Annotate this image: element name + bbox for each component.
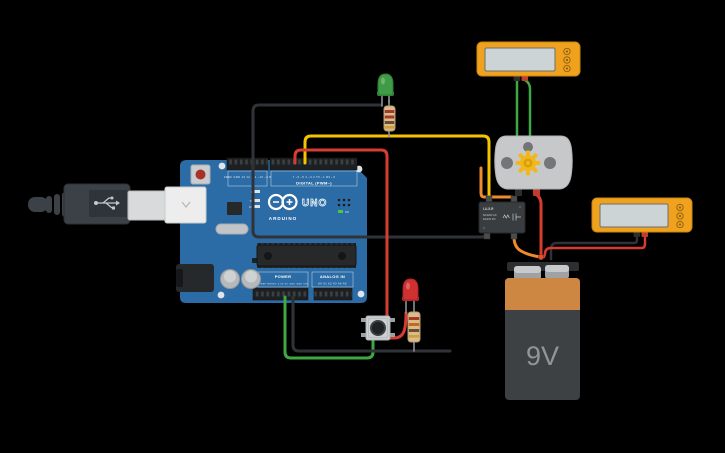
mount-hole	[218, 162, 226, 170]
pushbutton-leg	[361, 333, 366, 337]
relay-module[interactable]: LU-5-R 5A/120V AC 5A/24V DC	[478, 195, 526, 240]
battery-terminal-pos	[514, 266, 541, 280]
junction-dot[interactable]	[538, 253, 545, 260]
battery-band-edge	[505, 310, 580, 318]
power-pin-labels: IOREF RESET 3.3V 5V GND GND VIN	[258, 284, 309, 286]
tx-label: TX	[249, 200, 252, 203]
usb-strain-ridge	[46, 196, 52, 213]
pushbutton-leg	[390, 318, 395, 322]
wire-black-meter2-to-battery[interactable]	[549, 236, 639, 261]
usb-cable[interactable]	[28, 183, 171, 225]
analog-label: ANALOG IN	[320, 274, 345, 279]
motor-screw	[501, 157, 513, 169]
battery-terminal-neg	[545, 265, 569, 279]
wire-yellow-signal[interactable]	[303, 134, 491, 201]
capacitor-top	[245, 270, 257, 283]
motor-gear-icon	[515, 150, 541, 176]
reset-button[interactable]	[190, 164, 211, 185]
relay-rating-2: 5A/24V DC	[483, 218, 496, 221]
pushbutton-leg	[390, 333, 395, 337]
silk-box	[227, 170, 268, 187]
analog-pin-labels: A0 A1 A2 A3 A4 A5	[318, 282, 347, 286]
tx-led	[254, 199, 260, 202]
l-led	[254, 190, 260, 193]
mount-hole	[357, 290, 365, 298]
on-label: ON	[345, 211, 349, 214]
meter1-buttons[interactable]	[563, 47, 571, 73]
wire-red-led-to-pushbutton[interactable]	[388, 311, 408, 340]
icsp-pins	[337, 198, 351, 207]
digital-pin-labels-left: AREF GND 13 12 ~11 ~10 ~9 8	[224, 175, 271, 179]
voltage-regulator	[227, 202, 242, 215]
usb-metal-shield	[127, 190, 171, 221]
multimeter-1[interactable]	[476, 41, 581, 81]
rx-led	[254, 205, 260, 208]
meter1-screen	[484, 47, 556, 72]
analog-header[interactable]	[313, 287, 353, 301]
silk-box	[311, 271, 354, 288]
power-label: POWER	[275, 274, 292, 279]
relay-schematic-icon	[502, 213, 521, 221]
usb-trident-icon	[94, 196, 120, 210]
wire-red-meter2-to-battery[interactable]	[542, 236, 647, 259]
on-led	[338, 210, 343, 213]
motor-screw	[523, 142, 533, 152]
green-led[interactable]	[377, 73, 394, 107]
crystal-oscillator	[215, 223, 249, 235]
usb-socket-notch	[181, 201, 191, 208]
pushbutton[interactable]	[361, 315, 395, 341]
power-jack	[176, 264, 214, 292]
pushbutton-leg	[361, 318, 366, 322]
usb-socket	[164, 186, 207, 224]
meter2-screen	[599, 203, 669, 228]
battery-label: 9V	[526, 341, 559, 371]
wire-orange-relay-to-battery[interactable]	[512, 235, 543, 259]
usb-cable-tip	[28, 197, 48, 212]
meter2-buttons[interactable]	[676, 203, 684, 229]
digital-header-left[interactable]	[226, 157, 269, 171]
digital-pins-label: DIGITAL (PWM~)	[296, 181, 332, 186]
rx-label: RX	[249, 206, 253, 209]
motor-screw	[544, 157, 556, 169]
digital-pin-labels-right: 7 ~6 ~5 4 ~3 2 TX→1 RX←0	[293, 175, 336, 179]
silk-box	[270, 170, 358, 187]
battery-9v[interactable]: 9V	[505, 262, 580, 400]
wire-red-to-pushbutton[interactable]	[293, 148, 389, 319]
relay-rating-1: 5A/120V AC	[483, 214, 497, 217]
multimeter-2[interactable]	[591, 197, 693, 237]
digital-header-right[interactable]	[269, 157, 358, 171]
usb-strain-ridge	[54, 194, 60, 215]
arduino-logo-icon	[267, 193, 298, 211]
atmega-chip[interactable]	[256, 243, 357, 268]
wire-black-gnd-bottom[interactable]	[291, 295, 452, 353]
relay-name: LU-5-R	[483, 207, 494, 211]
relay-dimple	[482, 226, 486, 230]
relay-dimple	[518, 205, 522, 209]
arduino-board[interactable]: AREF GND 13 12 ~11 ~10 ~9 8 7 ~6 ~5 4 ~3…	[164, 157, 367, 303]
resistor-green-led[interactable]	[383, 99, 396, 138]
power-header[interactable]	[252, 287, 309, 301]
capacitor-top	[224, 270, 236, 283]
mount-hole	[217, 291, 225, 299]
resistor-red-led[interactable]	[407, 311, 421, 352]
red-led[interactable]	[402, 278, 419, 314]
wire-green-gnd-to-pushbutton[interactable]	[283, 295, 375, 360]
arduino-brand-label: ARDUINO	[269, 216, 297, 221]
uno-model-label: UNO	[302, 198, 327, 209]
dc-motor[interactable]	[494, 135, 573, 196]
battery-band	[505, 278, 580, 317]
